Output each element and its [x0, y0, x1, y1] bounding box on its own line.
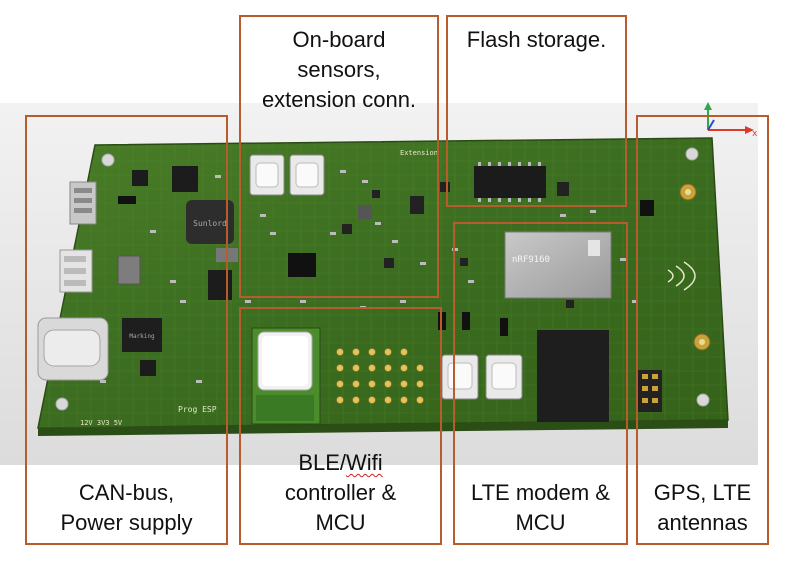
flash-chip — [474, 166, 546, 198]
sensor-chip — [358, 205, 372, 219]
ic-chip — [208, 270, 232, 300]
prog-label: Prog ESP — [178, 405, 217, 414]
label-can-power: CAN-bus, Power supply — [60, 480, 193, 535]
label-flash: Flash storage. — [466, 27, 607, 52]
mount-hole — [685, 147, 699, 161]
mount-hole — [696, 393, 710, 407]
region-gps-antennas — [636, 115, 769, 545]
axis-x-label: x — [752, 129, 758, 139]
sim-holder — [537, 330, 609, 422]
ic-chip — [172, 166, 198, 192]
mount-hole — [55, 397, 69, 411]
ic-chip — [557, 182, 569, 196]
ic-chip — [132, 170, 148, 186]
sensor-chip — [410, 196, 424, 214]
label-sensors: On-board sensors, extension conn. — [261, 27, 417, 112]
label-ble-wifi: BLE/Wifi controller & MCU — [284, 450, 397, 535]
region-lte — [453, 222, 628, 545]
region-ble-wifi — [239, 307, 442, 545]
ic-chip — [118, 196, 136, 204]
coordinate-axes: x — [704, 102, 758, 139]
label-lte: LTE modem & MCU — [471, 480, 610, 535]
ic-chip — [122, 318, 162, 352]
region-can-power — [25, 115, 228, 545]
mount-hole — [101, 153, 115, 167]
marking-label: Marking — [129, 333, 155, 340]
ic-chip — [288, 253, 316, 277]
modem-label: nRF9160 — [512, 255, 550, 265]
inductor — [186, 200, 234, 244]
label-gps-antennas: GPS, LTE antennas — [653, 480, 752, 535]
inductor-label: Sunlord — [193, 219, 227, 228]
capacitor — [117, 255, 141, 285]
ic-chip — [640, 200, 654, 216]
bottom-silk: 12V 3V3 5V — [80, 419, 123, 427]
extension-label: Extension — [400, 149, 438, 157]
region-sensors — [239, 15, 439, 298]
region-flash — [446, 15, 627, 207]
ic-chip — [140, 360, 156, 376]
